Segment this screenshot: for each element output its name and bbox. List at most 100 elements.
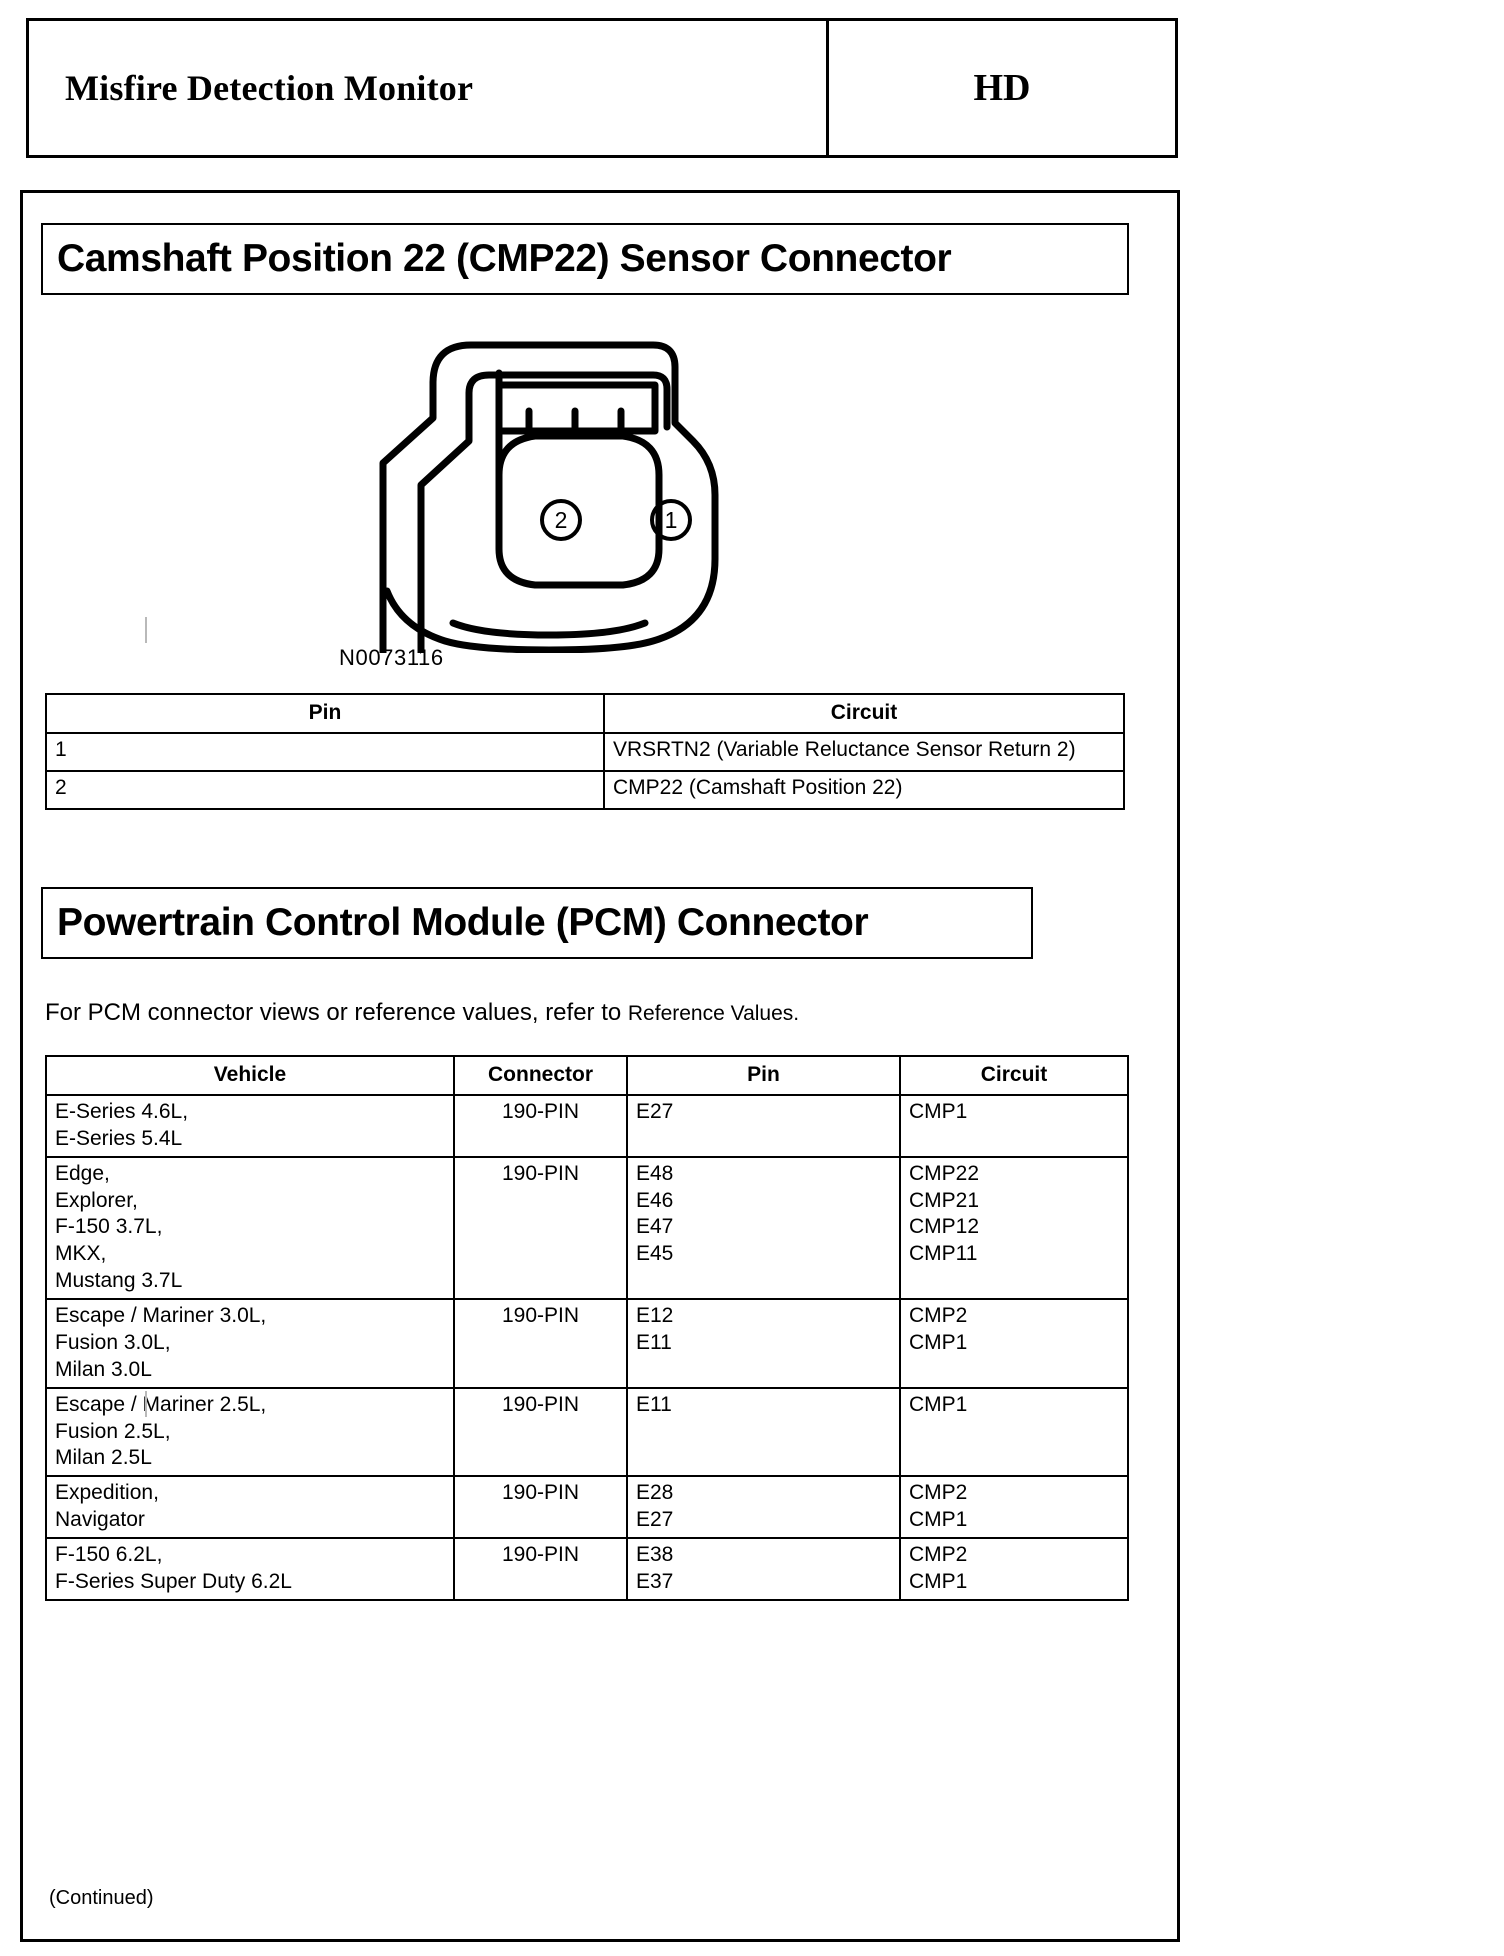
table-header-row: Pin Circuit: [45, 693, 1125, 734]
cell-connector-line: 190-PIN: [501, 1304, 580, 1327]
pcm-intro-lead: For PCM connector views or reference val…: [45, 999, 628, 1026]
cell-circuit-line: CMP12: [909, 1215, 980, 1239]
cell-connector: 190-PIN: [453, 1093, 628, 1158]
cell-spacer: [463, 1357, 618, 1384]
cell-spacer: [909, 1126, 1119, 1153]
cell-spacer: [909, 1357, 1119, 1384]
column-header-pin: Pin: [45, 693, 605, 734]
column-header-pin: Pin: [626, 1055, 901, 1096]
cell-circuit-line: CMP2: [909, 1481, 968, 1505]
cell-circuit-line: CMP1: [909, 1392, 968, 1416]
cell-circuit-line: CMP22: [909, 1161, 980, 1185]
svg-text:2: 2: [555, 507, 568, 533]
table-row: 1 VRSRTN2 (Variable Reluctance Sensor Re…: [45, 731, 1125, 772]
cell-connector-line: 190-PIN: [501, 1099, 580, 1123]
cell-vehicle-line: Milan 3.0L: [55, 1357, 152, 1381]
cell-vehicle-line: Escape / Mariner 3.0L,: [55, 1304, 267, 1327]
cell-vehicle: Expedition, Navigator: [45, 1475, 455, 1539]
cell-vehicle-line: E-Series 4.6L,: [55, 1099, 189, 1123]
table-row: 2 CMP22 (Camshaft Position 22): [45, 769, 1125, 810]
cell-vehicle: Edge,Explorer,F-150 3.7L,MKX,Mustang 3.7…: [45, 1155, 455, 1301]
cell-circuit-line: CMP11: [909, 1242, 978, 1266]
cell-spacer: [909, 1268, 1119, 1295]
cell-circuit-line: CMP1: [909, 1569, 968, 1593]
cell-circuit: CMP1: [899, 1386, 1129, 1478]
scan-artifact-tick: [145, 1391, 147, 1417]
cell-spacer: [636, 1268, 891, 1295]
svg-text:1: 1: [665, 507, 678, 533]
cell-spacer: [909, 1445, 1119, 1472]
cell-spacer: [463, 1445, 618, 1472]
cell-vehicle-line: MKX,: [55, 1242, 107, 1266]
cell-pin: 2: [45, 769, 605, 810]
table-row: Escape / Mariner 2.5L,Fusion 2.5L,Milan …: [45, 1386, 1129, 1478]
cell-connector: 190-PIN: [453, 1537, 628, 1601]
cell-spacer: [463, 1188, 618, 1215]
section-heading-pcm-label: Powertrain Control Module (PCM) Connecto…: [57, 901, 869, 944]
cell-pin-line: E38: [636, 1543, 674, 1566]
table-row: Escape / Mariner 3.0L,Fusion 3.0L,Milan …: [45, 1298, 1129, 1389]
cell-vehicle-line: F-150 3.7L,: [55, 1215, 163, 1239]
cell-circuit-line: CMP1: [909, 1508, 968, 1532]
cell-connector: 190-PIN: [453, 1155, 628, 1301]
column-header-circuit: Circuit: [899, 1055, 1129, 1096]
pin-callout-2: 2: [540, 499, 582, 541]
table-header-row: Vehicle Connector Pin Circuit: [45, 1055, 1129, 1096]
cell-pin-line: E28: [636, 1481, 674, 1505]
cell-vehicle-line: Fusion 2.5L,: [55, 1419, 171, 1443]
cell-connector-line: 190-PIN: [501, 1392, 580, 1416]
section-heading-pcm-connector: Powertrain Control Module (PCM) Connecto…: [41, 887, 1033, 959]
cell-pin-line: E27: [636, 1099, 674, 1123]
cell-circuit-line: CMP2: [909, 1304, 968, 1327]
cell-circuit-line: CMP21: [909, 1188, 980, 1212]
connector-drawing-svg: 2 1: [379, 341, 719, 657]
cell-spacer: [463, 1507, 618, 1534]
cell-connector-line: 190-PIN: [501, 1161, 580, 1185]
column-header-connector: Connector: [453, 1055, 628, 1096]
cell-pin: E11: [626, 1386, 901, 1478]
cell-spacer: [463, 1569, 618, 1596]
cell-vehicle-line: Expedition,: [55, 1481, 159, 1505]
cell-spacer: [463, 1126, 618, 1153]
cell-connector-line: 190-PIN: [501, 1543, 580, 1566]
cell-spacer: [463, 1241, 618, 1268]
pcm-intro-text: For PCM connector views or reference val…: [45, 999, 799, 1027]
cell-pin: E27: [626, 1093, 901, 1158]
page-code-cell: HD: [829, 21, 1175, 155]
cell-vehicle-line: Navigator: [55, 1508, 145, 1532]
page-header-band: Misfire Detection Monitor HD: [26, 18, 1178, 158]
cell-pin-line: E11: [636, 1330, 672, 1354]
cell-spacer: [636, 1357, 891, 1384]
continued-note: (Continued): [49, 1887, 154, 1909]
cell-vehicle-line: Mustang 3.7L: [55, 1269, 183, 1293]
figure-id-label: N0073116: [339, 645, 444, 670]
cell-spacer: [909, 1419, 1119, 1446]
cell-circuit-line: CMP1: [909, 1099, 968, 1123]
table-row: Edge,Explorer,F-150 3.7L,MKX,Mustang 3.7…: [45, 1155, 1129, 1301]
cell-pin-line: E47: [636, 1215, 674, 1239]
cell-spacer: [463, 1214, 618, 1241]
column-header-circuit: Circuit: [603, 693, 1125, 734]
cell-pin-line: E45: [636, 1242, 674, 1266]
pin-callout-1: 1: [650, 499, 692, 541]
cell-spacer: [636, 1419, 891, 1446]
cell-pin-line: E48: [636, 1161, 674, 1185]
cell-circuit-line: CMP1: [909, 1330, 968, 1354]
cell-pin: 1: [45, 731, 605, 772]
cell-circuit: VRSRTN2 (Variable Reluctance Sensor Retu…: [603, 731, 1125, 772]
cell-circuit: CMP1: [899, 1093, 1129, 1158]
cell-connector: 190-PIN: [453, 1386, 628, 1478]
reference-values-link[interactable]: Reference Values.: [627, 1002, 800, 1025]
cell-pin-line: E37: [636, 1569, 674, 1593]
cell-vehicle-line: F-150 6.2L,: [55, 1543, 163, 1566]
scan-artifact-tick: [145, 617, 147, 643]
